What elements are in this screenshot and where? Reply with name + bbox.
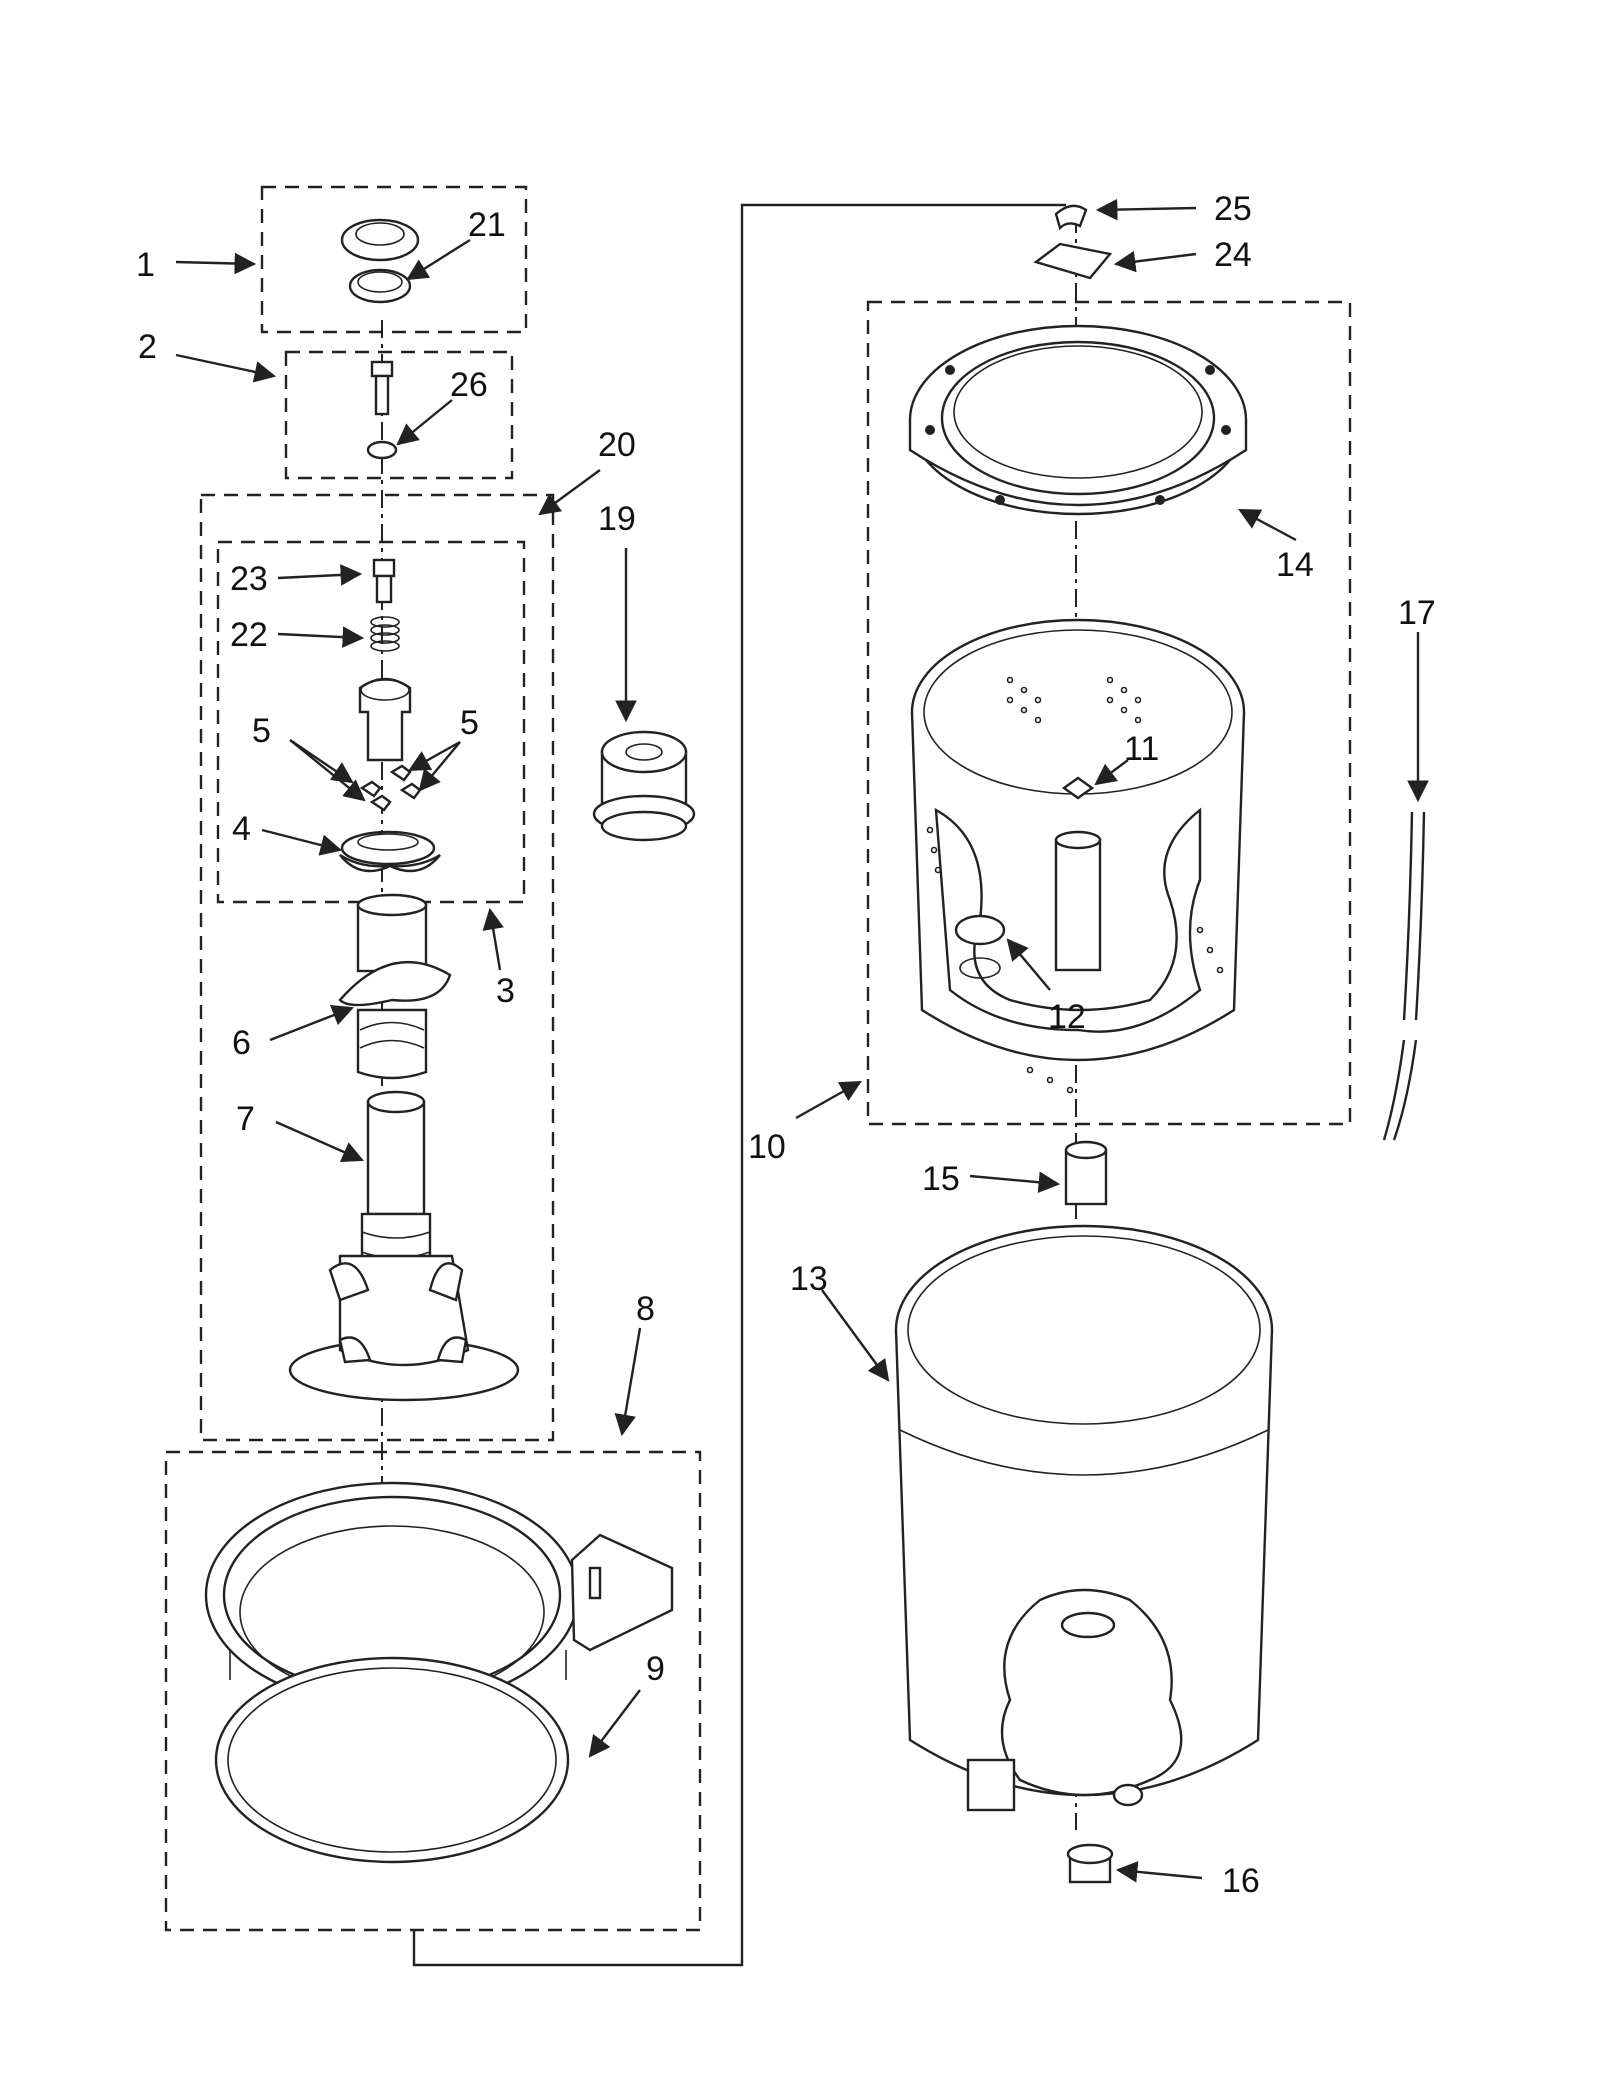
part-14-balance-ring (908, 324, 1248, 516)
arrow-20 (538, 469, 601, 516)
callout-5a: 5 (252, 712, 271, 750)
arrow-6 (269, 1005, 355, 1042)
group-box-8 (164, 1450, 702, 1932)
group-box-20 (199, 493, 555, 1442)
group-box-2 (284, 350, 514, 480)
part-16-grommet (1066, 1843, 1114, 1884)
callout-7: 7 (236, 1100, 255, 1138)
callout-10: 10 (748, 1128, 786, 1166)
callout-16: 16 (1222, 1862, 1260, 1900)
part-25-clip (1054, 204, 1088, 231)
arrow-11 (1094, 759, 1129, 786)
callout-23: 23 (230, 560, 268, 598)
part-dog-holder (358, 677, 412, 762)
callout-5b: 5 (460, 704, 479, 742)
callout-24: 24 (1214, 236, 1252, 274)
callout-20: 20 (598, 426, 636, 464)
arrow-2 (175, 353, 277, 383)
arrow-5a-2 (289, 739, 366, 802)
arrow-5b-1 (408, 740, 461, 772)
callout-17: 17 (1398, 594, 1436, 632)
part-23-pin (372, 558, 396, 604)
connector-line (412, 203, 1066, 1967)
part-7-agitator (288, 1090, 520, 1402)
part-2-bolt (370, 360, 394, 416)
arrow-3 (482, 907, 504, 971)
arrow-5b-2 (418, 741, 461, 792)
part-4-cam (339, 830, 441, 873)
part-1-cap (340, 218, 420, 262)
callout-1: 1 (136, 246, 155, 284)
arrow-14 (1238, 508, 1297, 542)
part-10-basket (910, 618, 1246, 1094)
callout-15: 15 (922, 1160, 960, 1198)
callout-19: 19 (598, 500, 636, 538)
part-19-seal (592, 730, 696, 842)
arrow-7 (275, 1120, 364, 1163)
part-17-hose (1382, 811, 1426, 1141)
group-box-10 (866, 300, 1352, 1126)
arrow-24 (1113, 250, 1197, 273)
callout-2: 2 (138, 328, 157, 366)
part-8-tub-ring (204, 1481, 674, 1730)
arrow-15 (969, 1171, 1061, 1193)
part-5-dogs (359, 764, 422, 812)
part-22-spring (370, 616, 400, 652)
arrow-16 (1115, 1861, 1203, 1883)
part-9-gasket (214, 1656, 570, 1864)
callout-21: 21 (468, 206, 506, 244)
callout-22: 22 (230, 616, 268, 654)
arrow-26 (396, 399, 453, 446)
arrow-1 (175, 252, 257, 275)
callout-25: 25 (1214, 190, 1252, 228)
callout-14: 14 (1276, 546, 1314, 584)
arrow-22 (277, 626, 365, 648)
arrow-13 (821, 1289, 890, 1382)
arrow-8 (614, 1327, 642, 1437)
callout-12: 12 (1048, 998, 1086, 1036)
part-26-washer (366, 440, 398, 460)
arrow-4 (261, 828, 343, 856)
callout-9: 9 (646, 1650, 665, 1688)
callout-26: 26 (450, 366, 488, 404)
part-15-nut (1064, 1140, 1108, 1206)
part-6-auger (338, 893, 452, 1080)
arrow-25 (1095, 198, 1197, 221)
arrow-12 (1006, 938, 1051, 991)
callout-11: 11 (1124, 730, 1159, 768)
callout-6: 6 (232, 1024, 251, 1062)
arrow-23 (277, 564, 363, 586)
arrow-10 (795, 1080, 862, 1120)
callout-3: 3 (496, 972, 515, 1010)
arrow-9 (588, 1689, 641, 1758)
part-21-ring (348, 268, 412, 304)
part-24-bracket (1033, 242, 1113, 280)
callout-8: 8 (636, 1290, 655, 1328)
part-13-outer-tub (894, 1224, 1274, 1812)
group-box-1 (260, 185, 528, 334)
arrow-21 (406, 238, 471, 281)
callout-4: 4 (232, 810, 251, 848)
callout-13: 13 (790, 1260, 828, 1298)
